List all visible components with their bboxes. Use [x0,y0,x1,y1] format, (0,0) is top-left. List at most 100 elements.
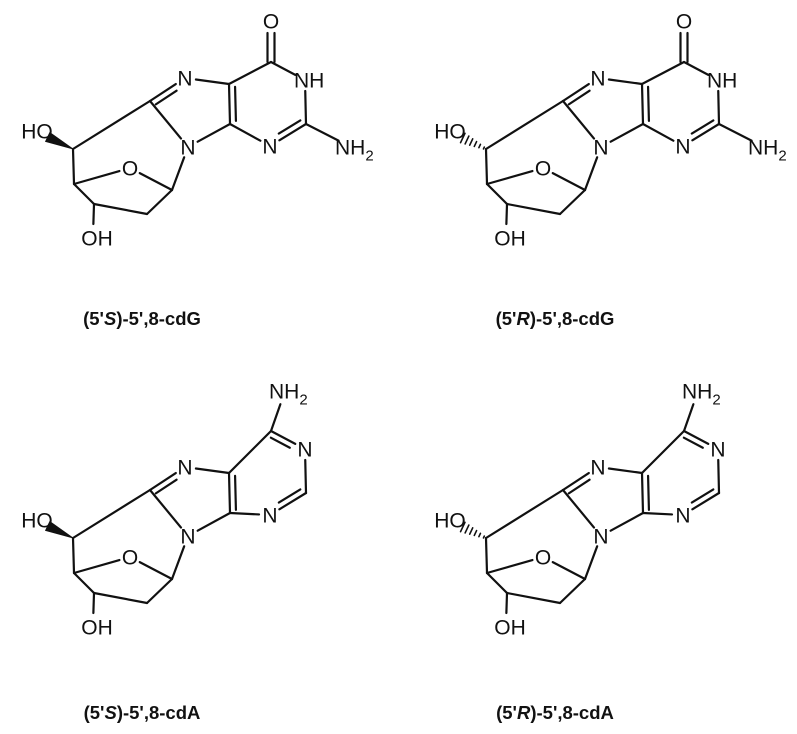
caption-suffix: )-5',8-cdG [530,308,615,329]
c4p-c5p-bond [484,147,489,186]
carbonyl-oxygen-label: O [263,11,279,34]
c6-n1-bond [682,429,710,445]
c4p-c5p-bond [71,536,76,575]
caption-stereo-descriptor: S [104,702,117,723]
caption-stereo-descriptor: S [104,308,117,329]
n7-label: N [590,68,605,91]
c1p-o4p-bond [551,561,587,581]
n7-c5-bond [607,467,644,475]
c2-n3-bond [278,491,308,511]
c4-n9-bond [609,511,645,532]
n1-label: N [710,439,725,462]
c8-n7-double-bond [567,89,591,106]
n1-c2-bond [717,89,721,126]
c5-c6-bond [640,429,686,475]
hash-stroke [478,532,482,538]
c2-n3-bond [278,122,308,142]
c8-n7-bond [561,82,590,103]
hash-stroke [468,527,474,535]
n9-label: N [180,526,195,549]
c2-nh2-bond [717,122,753,142]
c1p-o4p-bond [138,172,174,192]
c2p-c1p-bond [145,188,174,216]
caption-suffix: )-5',8-cdG [116,308,201,329]
hash-stroke [482,146,486,150]
c1p-n9-bond [170,156,186,192]
c4p-c5p-bond [484,536,489,575]
c1p-n9-bond [170,545,186,581]
n1-label: N [297,439,312,462]
amino-label-subscript: 2 [712,392,720,409]
c8-n7-bond [148,471,177,492]
o4p-c4p-bond [72,558,121,575]
caption-stereo-descriptor: R [516,308,530,329]
c8-n7-double-bond [154,89,178,106]
c6-n1-bond [269,60,297,76]
n7-c5-bond [607,78,644,86]
amino-label-subscript: 2 [778,148,786,165]
amino-label-main: NH [269,381,299,404]
n3-c4-bond [641,511,674,516]
c4p-c3p-bond [72,182,96,206]
amino-label: NH2 [682,381,721,409]
c4-n9-bond [196,511,232,532]
c3p-c2p-bond [92,202,149,216]
c5p-c8-cyclo-bond [71,488,152,540]
c8-n7-double-bond [154,478,178,495]
hash-stroke [464,524,470,534]
amino-label-main: NH [335,137,365,160]
n9-label: N [593,137,608,160]
c3p-c2p-bond [505,591,562,605]
n7-c5-bond [194,78,231,86]
n1-c2-bond [304,89,308,126]
c4-n9-bond [196,122,232,143]
c6-n1-bond [682,60,710,76]
hydroxyl-3p-label: OH [494,228,526,251]
amino-label: NH2 [748,137,787,165]
c2p-c1p-bond [558,577,587,605]
hash-stroke [482,535,486,539]
c5p-ho-wedge-bond [44,131,74,150]
c3p-oh-bond [92,202,96,226]
c2-n3-bond [691,491,721,511]
c1p-o4p-bond [551,172,587,192]
c6-n1-bond [269,429,297,445]
c6-n1-double-bond [682,436,704,449]
amino-label-subscript: 2 [299,392,307,409]
c8-n7-bond [148,82,177,103]
amino-label: NH2 [335,137,374,165]
c5-c4-double-bond [233,474,238,511]
n7-c5-bond [194,467,231,475]
c3p-c2p-bond [505,202,562,216]
c5p-ho-hashed-bond [459,521,486,539]
c4p-c3p-bond [72,571,96,595]
n9-c8-bond [561,99,596,140]
hash-stroke [464,135,470,145]
c5-c4-double-bond [233,85,238,122]
ring-oxygen-label: O [535,547,551,570]
c4p-c5p-bond [71,147,76,186]
structure-caption: (5'S)-5',8-cdA [84,702,201,723]
hydroxyl-3p-label: OH [81,228,113,251]
c3p-c2p-bond [92,591,149,605]
c2p-c1p-bond [145,577,174,605]
structure-caption: (5'S)-5',8-cdG [83,308,201,329]
o4p-c4p-bond [485,558,534,575]
ring-oxygen-label: O [122,158,138,181]
hydroxyl-3p-label: OH [81,617,113,640]
o4p-c4p-bond [72,169,121,186]
amino-label-subscript: 2 [365,148,373,165]
caption-suffix: )-5',8-cdA [530,702,614,723]
c8-n7-bond [561,471,590,492]
c3p-oh-bond [505,202,509,226]
n1h-label: NH [294,70,324,93]
structure-caption: (5'R)-5',8-cdA [496,702,614,723]
caption-suffix: )-5',8-cdA [117,702,201,723]
c5-c4-bond [640,82,645,126]
c4p-c3p-bond [485,571,509,595]
caption-stereo-descriptor: R [517,702,531,723]
amino-label: NH2 [269,381,308,409]
